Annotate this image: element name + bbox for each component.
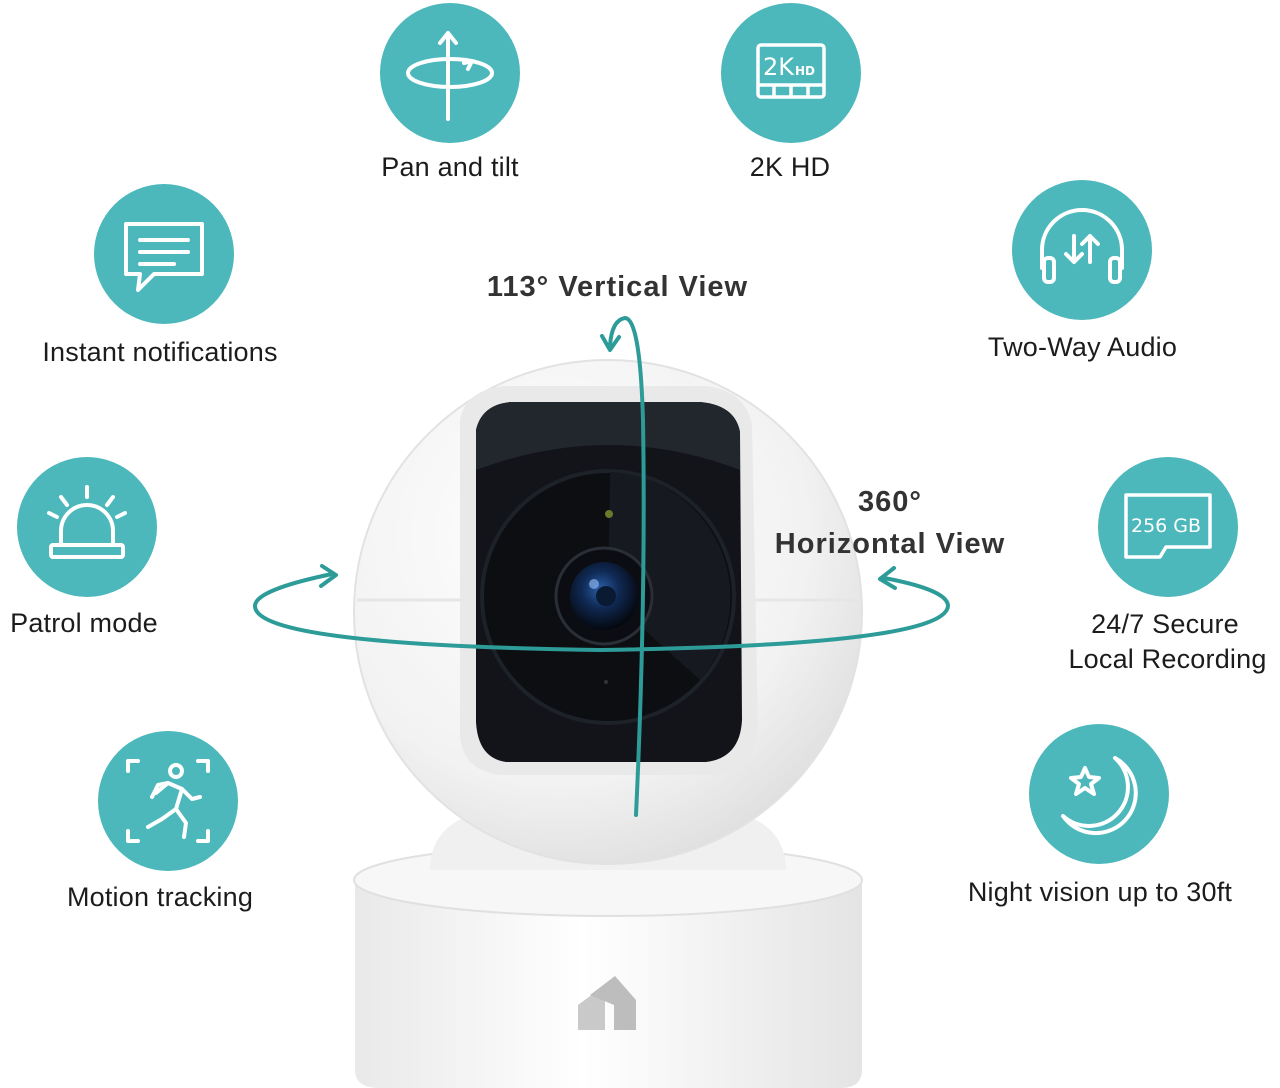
svg-text:2K: 2K <box>763 53 795 81</box>
instant-notifications-label: Instant notifications <box>42 337 278 367</box>
message-icon <box>94 184 234 324</box>
pan-tilt-icon <box>380 3 520 143</box>
svg-text:256 GB: 256 GB <box>1131 515 1201 537</box>
2k-hd-label: 2K HD <box>749 152 831 182</box>
local-recording-label-line2: Local Recording <box>1068 644 1267 674</box>
motion-tracking-label: Motion tracking <box>66 882 254 912</box>
patrol-mode-label: Patrol mode <box>10 608 158 638</box>
horizontal-view-label-line1: 360° <box>858 486 922 518</box>
vertical-rotation-arrow <box>600 315 646 817</box>
vertical-view-label: 113° Vertical View <box>486 271 749 303</box>
sd-card-icon: 256 GB <box>1098 457 1238 597</box>
moon-star-icon <box>1029 724 1169 864</box>
pan-tilt-label: Pan and tilt <box>381 152 519 182</box>
headphones-icon <box>1012 180 1152 320</box>
2k-hd-icon: 2K HD <box>721 3 861 143</box>
siren-icon <box>17 457 157 597</box>
svg-text:HD: HD <box>795 64 815 78</box>
two-way-audio-label: Two-Way Audio <box>987 332 1178 362</box>
running-person-icon <box>98 731 238 871</box>
local-recording-label-line1: 24/7 Secure <box>1091 609 1239 639</box>
horizontal-view-label-line2: Horizontal View <box>774 528 1006 560</box>
camera-head <box>353 359 863 865</box>
brand-logo-icon <box>578 976 636 1030</box>
horizontal-rotation-arrow <box>252 564 951 653</box>
night-vision-label: Night vision up to 30ft <box>967 877 1233 907</box>
